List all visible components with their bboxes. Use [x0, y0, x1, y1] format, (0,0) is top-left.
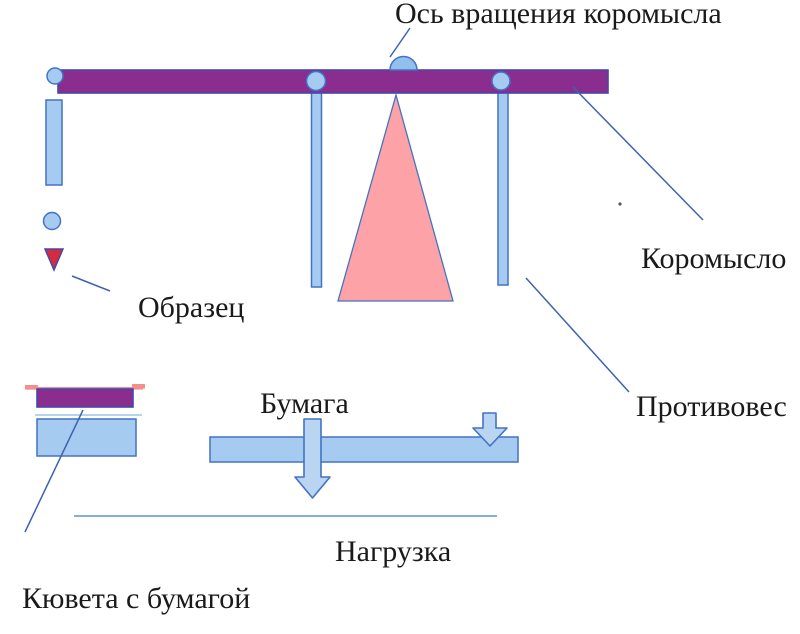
cuvette-label: Кювета с бумагой	[22, 582, 251, 615]
leader-line-axis	[389, 27, 411, 58]
right-hanger-rod	[497, 81, 509, 286]
sample-label: Образец	[138, 291, 245, 324]
cuvette-sample-plate	[36, 388, 134, 408]
paper-strip-right-tick	[132, 384, 145, 389]
counterweight-label: Противовес	[636, 390, 787, 423]
pivot-axis-semicircle	[389, 55, 418, 71]
cuvette-body	[36, 418, 137, 457]
leader-line-sample	[71, 275, 111, 292]
beam-bar	[57, 69, 609, 94]
load-label: Нагрузка	[335, 535, 452, 568]
leader-line-cuvette	[24, 409, 84, 533]
leader-line-counterweight	[525, 277, 630, 393]
left-hanger-joint-circle	[305, 70, 327, 92]
leader-line-beam	[572, 86, 704, 221]
sample-rod	[45, 99, 63, 186]
load-arrow-large	[294, 418, 331, 499]
load-bar	[209, 436, 519, 463]
counterweight-triangle	[337, 92, 454, 302]
axis-of-rotation-label: Ось вращения коромысла	[395, 0, 722, 30]
sample-ball	[42, 211, 62, 231]
beam-left-joint-circle	[46, 67, 64, 85]
paper-strip-left-tick	[25, 385, 38, 390]
right-hanger-joint-circle	[491, 71, 511, 91]
paper-label: Бумага	[260, 387, 349, 420]
left-hanger-rod	[310, 81, 323, 288]
load-arrow-small	[472, 412, 508, 447]
sample-triangle	[43, 248, 65, 272]
stray-dot	[618, 202, 622, 206]
beam-label: Коромысло	[641, 242, 787, 275]
